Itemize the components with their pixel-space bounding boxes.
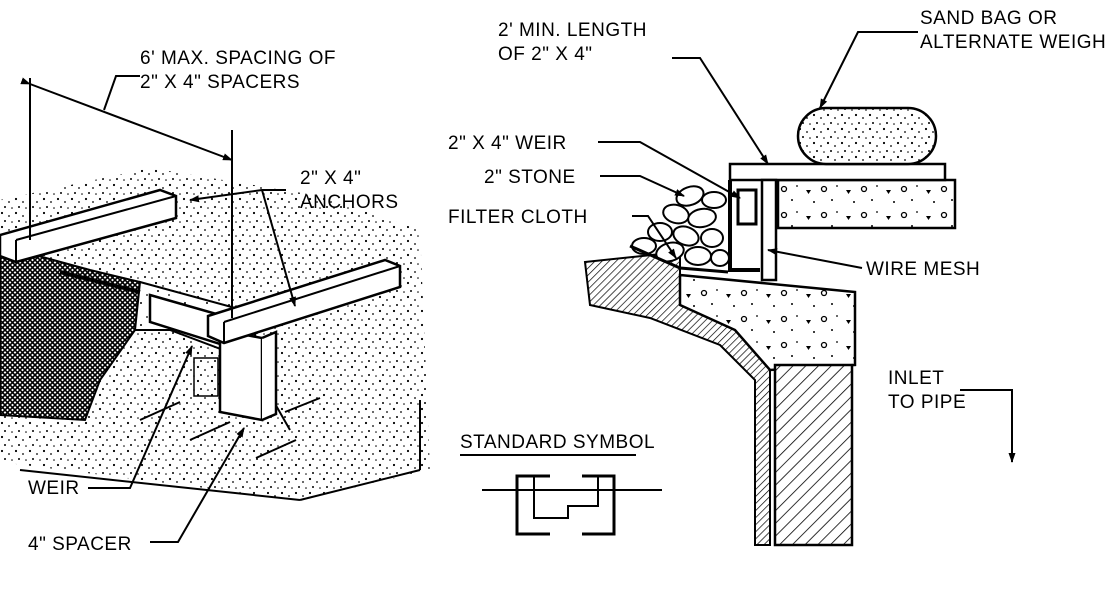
wire-mesh-line <box>728 180 760 272</box>
wire-mesh-label: WIRE MESH <box>866 259 980 280</box>
filter-cloth-line <box>629 244 729 274</box>
inlet-wall <box>773 363 854 547</box>
min-length-leader <box>672 57 769 165</box>
stone-leader <box>600 175 685 197</box>
spacing-label-line2: 2" X 4" SPACERS <box>140 72 300 93</box>
spacing-dimension-line <box>20 77 233 161</box>
sandbag-label-line2: ALTERNATE WEIGHT <box>920 32 1106 53</box>
anchors-label-line2: ANCHORS <box>300 192 399 213</box>
weir-leader <box>88 345 193 489</box>
weir-section <box>736 188 758 226</box>
sandbag-label-line1: SAND BAG OR <box>920 8 1057 29</box>
standard-symbol-label: STANDARD SYMBOL <box>460 432 655 453</box>
top-slab <box>776 178 957 230</box>
inlet-label-line2: TO PIPE <box>888 392 966 413</box>
top-board <box>728 162 947 182</box>
spacer-leader <box>150 427 245 543</box>
weir-section-leader <box>598 141 741 199</box>
vertical-spacer <box>760 178 778 282</box>
symbol-weir-shape <box>533 476 599 519</box>
spacing-label-line1: 6' MAX. SPACING OF <box>140 48 336 69</box>
wire-mesh-leader <box>767 248 863 269</box>
min-length-label-line1: 2' MIN. LENGTH <box>498 20 647 41</box>
curb-concrete <box>678 273 857 372</box>
min-length-label-line2: OF 2" X 4" <box>498 44 593 65</box>
section-view: 2' MIN. LENGTH OF 2" X 4" SAND BAG OR AL… <box>448 8 1106 547</box>
isometric-view: 6' MAX. SPACING OF 2" X 4" SPACERS 2" X … <box>0 48 430 555</box>
sandbag-leader <box>819 31 918 109</box>
inlet-leader <box>960 389 1016 463</box>
inlet-label-line1: INLET <box>888 368 944 389</box>
anchors-label-line1: 2" X 4" <box>300 168 361 189</box>
standard-symbol: STANDARD SYMBOL <box>460 432 662 536</box>
filter-leader <box>632 215 677 259</box>
sand-bag <box>796 106 938 166</box>
weir-label: WEIR <box>28 478 80 499</box>
stone-label: 2" STONE <box>484 167 576 188</box>
filter-cloth-label: FILTER CLOTH <box>448 207 588 228</box>
spacer-label: 4" SPACER <box>28 534 132 555</box>
weir-section-label: 2" X 4" WEIR <box>448 133 567 154</box>
